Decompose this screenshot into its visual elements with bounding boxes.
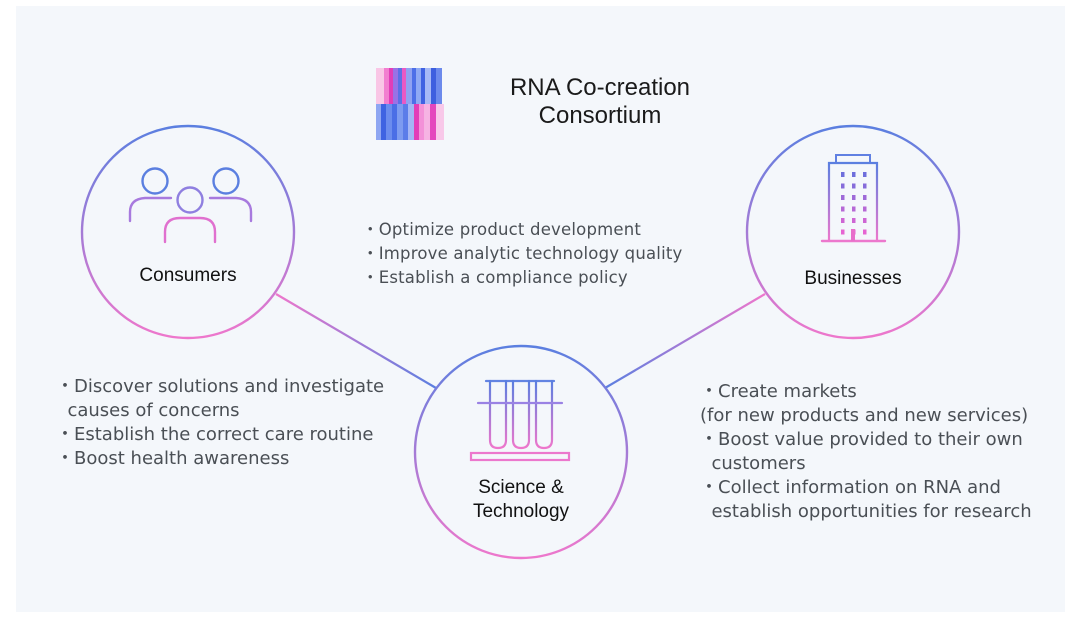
consumers-circle bbox=[80, 124, 296, 340]
building-door bbox=[851, 229, 855, 241]
building-window bbox=[841, 206, 845, 212]
building-window bbox=[852, 195, 856, 200]
building-window bbox=[863, 172, 867, 177]
list-item: establish opportunities for research bbox=[700, 501, 1032, 522]
list-item: ・Boost value provided to their own bbox=[700, 429, 1023, 450]
building-window bbox=[841, 218, 845, 223]
building-window bbox=[863, 195, 867, 200]
list-item: (for new products and new services) bbox=[700, 405, 1029, 426]
consortium-title: RNA Co-creation Consortium bbox=[470, 74, 730, 130]
connector-science-businesses bbox=[604, 293, 766, 389]
consumer-benefits-list: ・Discover solutions and investigate caus… bbox=[56, 375, 384, 471]
building-window bbox=[863, 218, 867, 223]
people-group-icon bbox=[128, 167, 253, 244]
building-window bbox=[841, 229, 845, 235]
building-window bbox=[863, 206, 867, 212]
science-label-line-1: Science & bbox=[478, 477, 564, 498]
building-window bbox=[852, 206, 856, 212]
science-label-line-2: Technology bbox=[472, 501, 570, 522]
building-window bbox=[841, 172, 845, 177]
science-technology-label: Science & Technology bbox=[441, 476, 601, 524]
science-benefits-list: ・Optimize product development ・Improve a… bbox=[362, 218, 683, 290]
list-item: ・Collect information on RNA and bbox=[700, 477, 1001, 498]
businesses-label: Businesses bbox=[804, 268, 902, 289]
title-line-2: Consortium bbox=[538, 102, 662, 129]
test-tubes-icon bbox=[469, 379, 571, 462]
building-window bbox=[841, 183, 845, 189]
list-item: ・Discover solutions and investigate bbox=[56, 376, 385, 397]
consumers-label: Consumers bbox=[139, 265, 237, 286]
business-benefits-list: ・Create markets (for new products and ne… bbox=[700, 380, 1032, 524]
list-item: customers bbox=[700, 453, 806, 474]
list-item: ・Improve analytic technology quality bbox=[362, 244, 683, 263]
office-building-icon bbox=[820, 154, 887, 243]
list-item: ・Establish a compliance policy bbox=[362, 268, 628, 287]
building-window bbox=[863, 229, 867, 235]
list-item: ・Optimize product development bbox=[362, 220, 642, 239]
building-window bbox=[841, 195, 845, 200]
building-window bbox=[852, 172, 856, 177]
connector-consumers-science bbox=[275, 293, 437, 389]
list-item: causes of concerns bbox=[56, 400, 240, 421]
building-window bbox=[863, 183, 867, 189]
building-window bbox=[852, 183, 856, 189]
list-item: ・Establish the correct care routine bbox=[56, 424, 374, 445]
list-item: ・Boost health awareness bbox=[56, 448, 290, 469]
building-window bbox=[852, 218, 856, 223]
list-item: ・Create markets bbox=[700, 381, 857, 402]
rna-barcode-logo bbox=[376, 68, 444, 140]
title-line-1: RNA Co-creation bbox=[509, 74, 691, 101]
